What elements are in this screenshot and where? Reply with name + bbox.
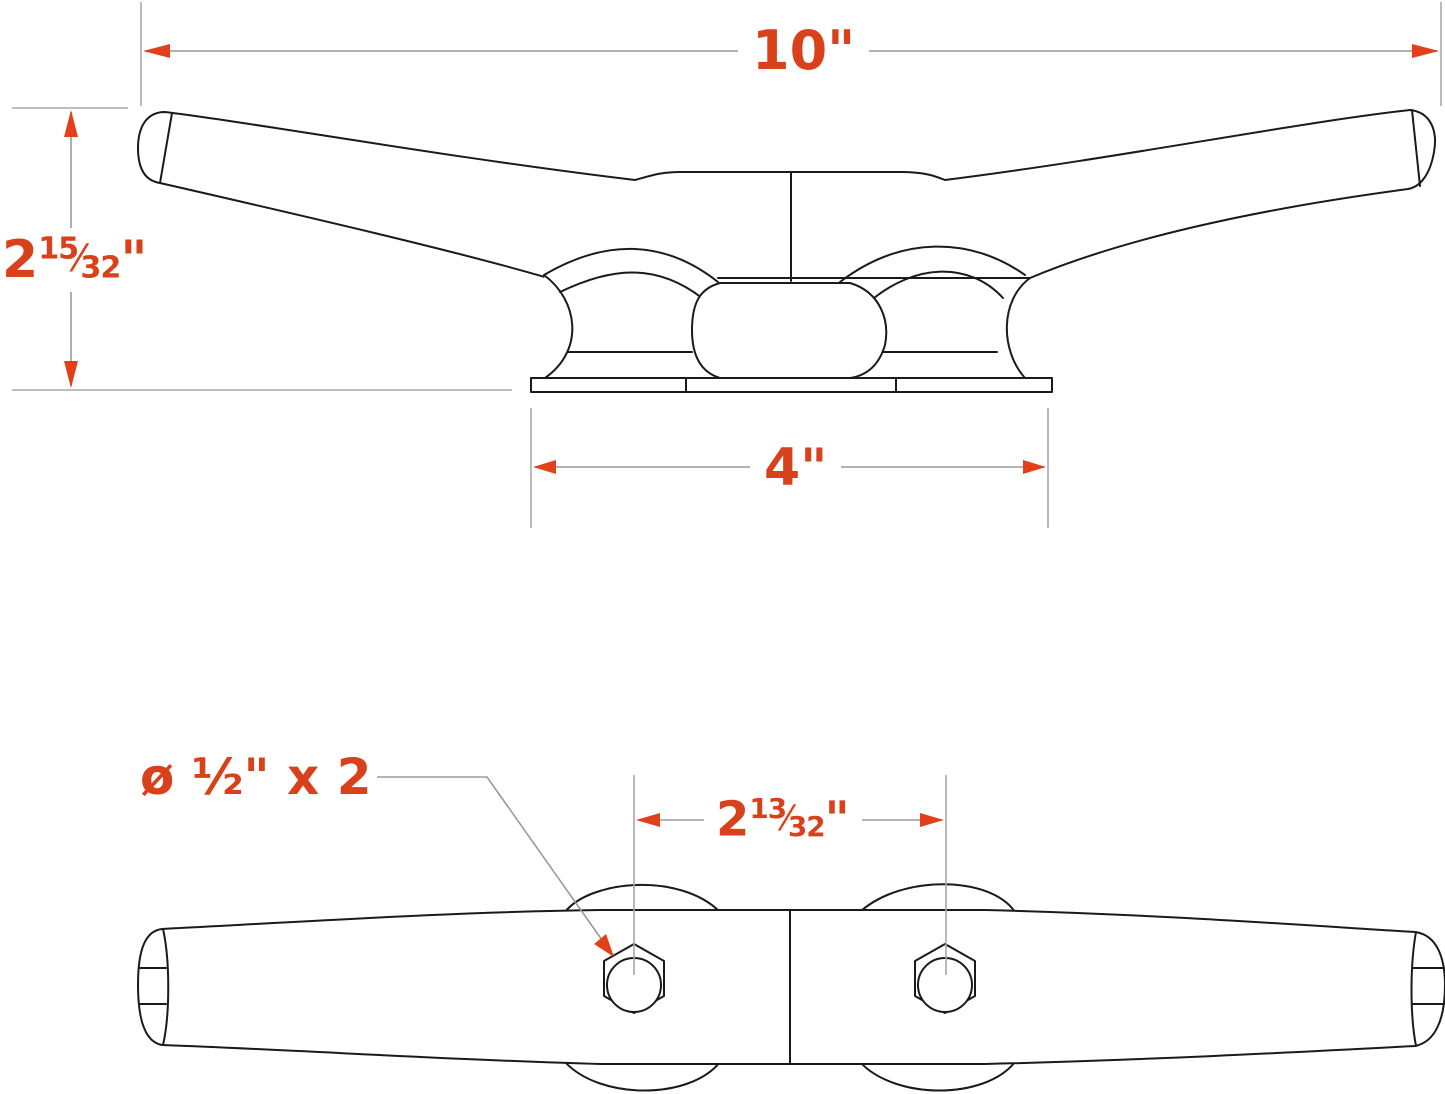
arrowhead-left-icon [143,44,170,58]
bolt-hole-right [917,957,973,1013]
base-length-label: 4" [750,442,842,494]
top-view [137,883,1445,1092]
hole-count: x 2 [287,748,372,806]
spacing-slash: ⁄ [784,799,790,840]
right-bottom-lobe [859,1061,1016,1092]
right-end-cap-line [1410,931,1417,1047]
leader-arrowhead-icon [594,934,614,957]
left-support-curve [543,274,574,379]
base-length-unit: " [800,438,828,498]
height-label: 215⁄32" [2,228,148,292]
arrowhead-right-icon [920,813,944,827]
arrowhead-left-icon [533,460,556,474]
right-horn-cap-line [1411,109,1421,187]
dimension-height [12,107,512,391]
arrowhead-right-icon [1023,460,1046,474]
arrowhead-right-icon [1412,44,1439,58]
arrowhead-down-icon [64,361,78,388]
spacing-unit: " [824,791,850,848]
overall-length-value: 10 [752,19,828,82]
right-support-curve [1005,277,1031,379]
spacing-denominator: 32 [787,809,826,843]
side-view [137,109,1436,393]
cleat-horns-outline [137,109,1436,279]
overall-length-unit: " [827,19,856,82]
left-arch-outer-line [543,247,719,283]
base-plate [530,377,1053,393]
base-length-value: 4 [764,438,801,498]
height-numerator: 15 [38,231,79,267]
spacing-numerator: 13 [749,792,787,825]
leader-line [372,776,603,941]
spacing-whole: 2 [716,791,750,848]
overall-length-label: 10" [738,24,870,78]
height-slash: ⁄ [76,236,83,281]
hole-diameter-label: ø ½" x 2 [140,752,378,802]
left-end-cap-line [162,928,170,1046]
right-arch-inner-line [867,270,1004,304]
center-boss-outline [691,282,888,379]
height-unit: " [120,230,148,290]
height-whole: 2 [2,230,39,290]
leader-hole-diameter [372,776,614,957]
height-denominator: 32 [80,250,121,286]
arrowhead-left-icon [636,813,660,827]
right-arch-outer-line [839,245,1026,283]
arrowhead-up-icon [64,110,78,137]
diameter-unit: " [243,748,270,806]
cleat-body-top-outline [137,909,1445,1065]
right-top-lobe [859,883,1016,913]
left-arch-outer [544,243,718,380]
left-horn-cap-line [159,112,173,184]
diameter-fraction: ½ [191,748,244,806]
hole-spacing-label: 213⁄32" [704,792,862,844]
left-bottom-lobe [564,1061,721,1092]
diameter-symbol: ø [140,748,175,806]
left-arch-inner-line [559,271,703,299]
left-top-lobe [564,884,721,913]
